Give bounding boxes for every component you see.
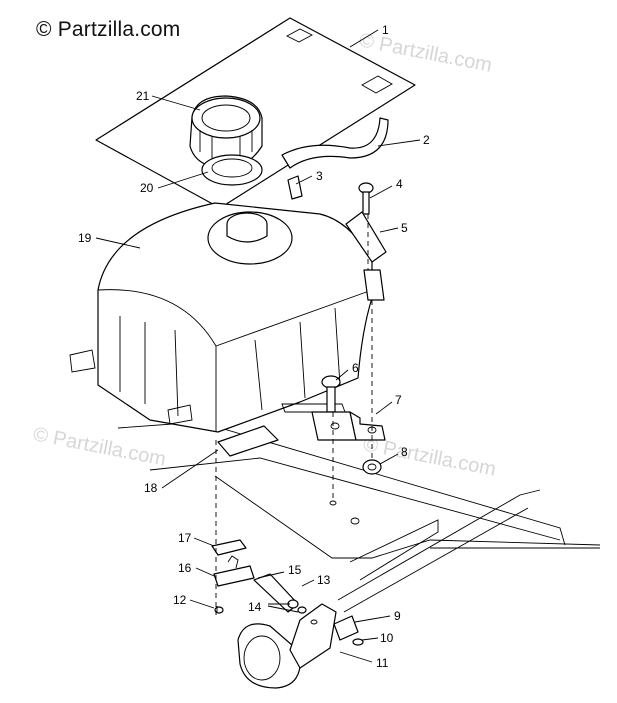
callout-20: 20 xyxy=(140,181,154,195)
callout-11: 11 xyxy=(376,656,389,670)
callouts: 1 2 3 4 5 6 7 8 9 10 11 12 13 14 15 16 1… xyxy=(78,23,430,670)
callout-3: 3 xyxy=(316,169,323,183)
frame-rails xyxy=(117,421,601,613)
callout-10: 10 xyxy=(380,631,394,645)
vent-hose xyxy=(281,117,389,169)
callout-6: 6 xyxy=(352,361,359,375)
hose-clamp xyxy=(287,599,307,614)
copyright-text: © Partzilla.com xyxy=(36,18,181,41)
callout-5: 5 xyxy=(401,221,408,235)
leader-lines xyxy=(95,29,421,663)
petcock-valve xyxy=(213,555,255,587)
callout-19: 19 xyxy=(78,231,92,245)
hex-nut xyxy=(362,459,382,475)
callout-16: 16 xyxy=(178,561,192,575)
callout-9: 9 xyxy=(394,609,401,623)
callout-2: 2 xyxy=(423,133,430,147)
assembly-lines xyxy=(215,214,373,615)
clip xyxy=(333,615,359,641)
callout-12: 12 xyxy=(173,593,187,607)
clip-screw xyxy=(352,638,364,646)
strap-bolt xyxy=(321,375,341,413)
callout-21: 21 xyxy=(136,89,150,103)
callout-8: 8 xyxy=(401,445,408,459)
callout-17: 17 xyxy=(178,531,192,545)
tank-pad xyxy=(217,425,279,457)
support-bracket xyxy=(289,603,337,669)
callout-13: 13 xyxy=(317,573,331,587)
callout-14: 14 xyxy=(248,600,262,614)
callout-15: 15 xyxy=(288,563,302,577)
hold-down-strap xyxy=(311,411,386,441)
callout-4: 4 xyxy=(396,177,403,191)
fuel-cap xyxy=(189,95,263,169)
callout-1: 1 xyxy=(382,23,389,37)
callout-7: 7 xyxy=(395,393,402,407)
petcock-plate xyxy=(211,539,247,556)
vent-fitting xyxy=(287,175,303,200)
callout-18: 18 xyxy=(144,481,158,495)
air-boot xyxy=(237,623,302,689)
petcock-screw xyxy=(214,606,224,614)
cap-gasket xyxy=(201,154,263,186)
mount-bracket xyxy=(345,211,387,301)
bracket-bolt xyxy=(358,182,374,215)
